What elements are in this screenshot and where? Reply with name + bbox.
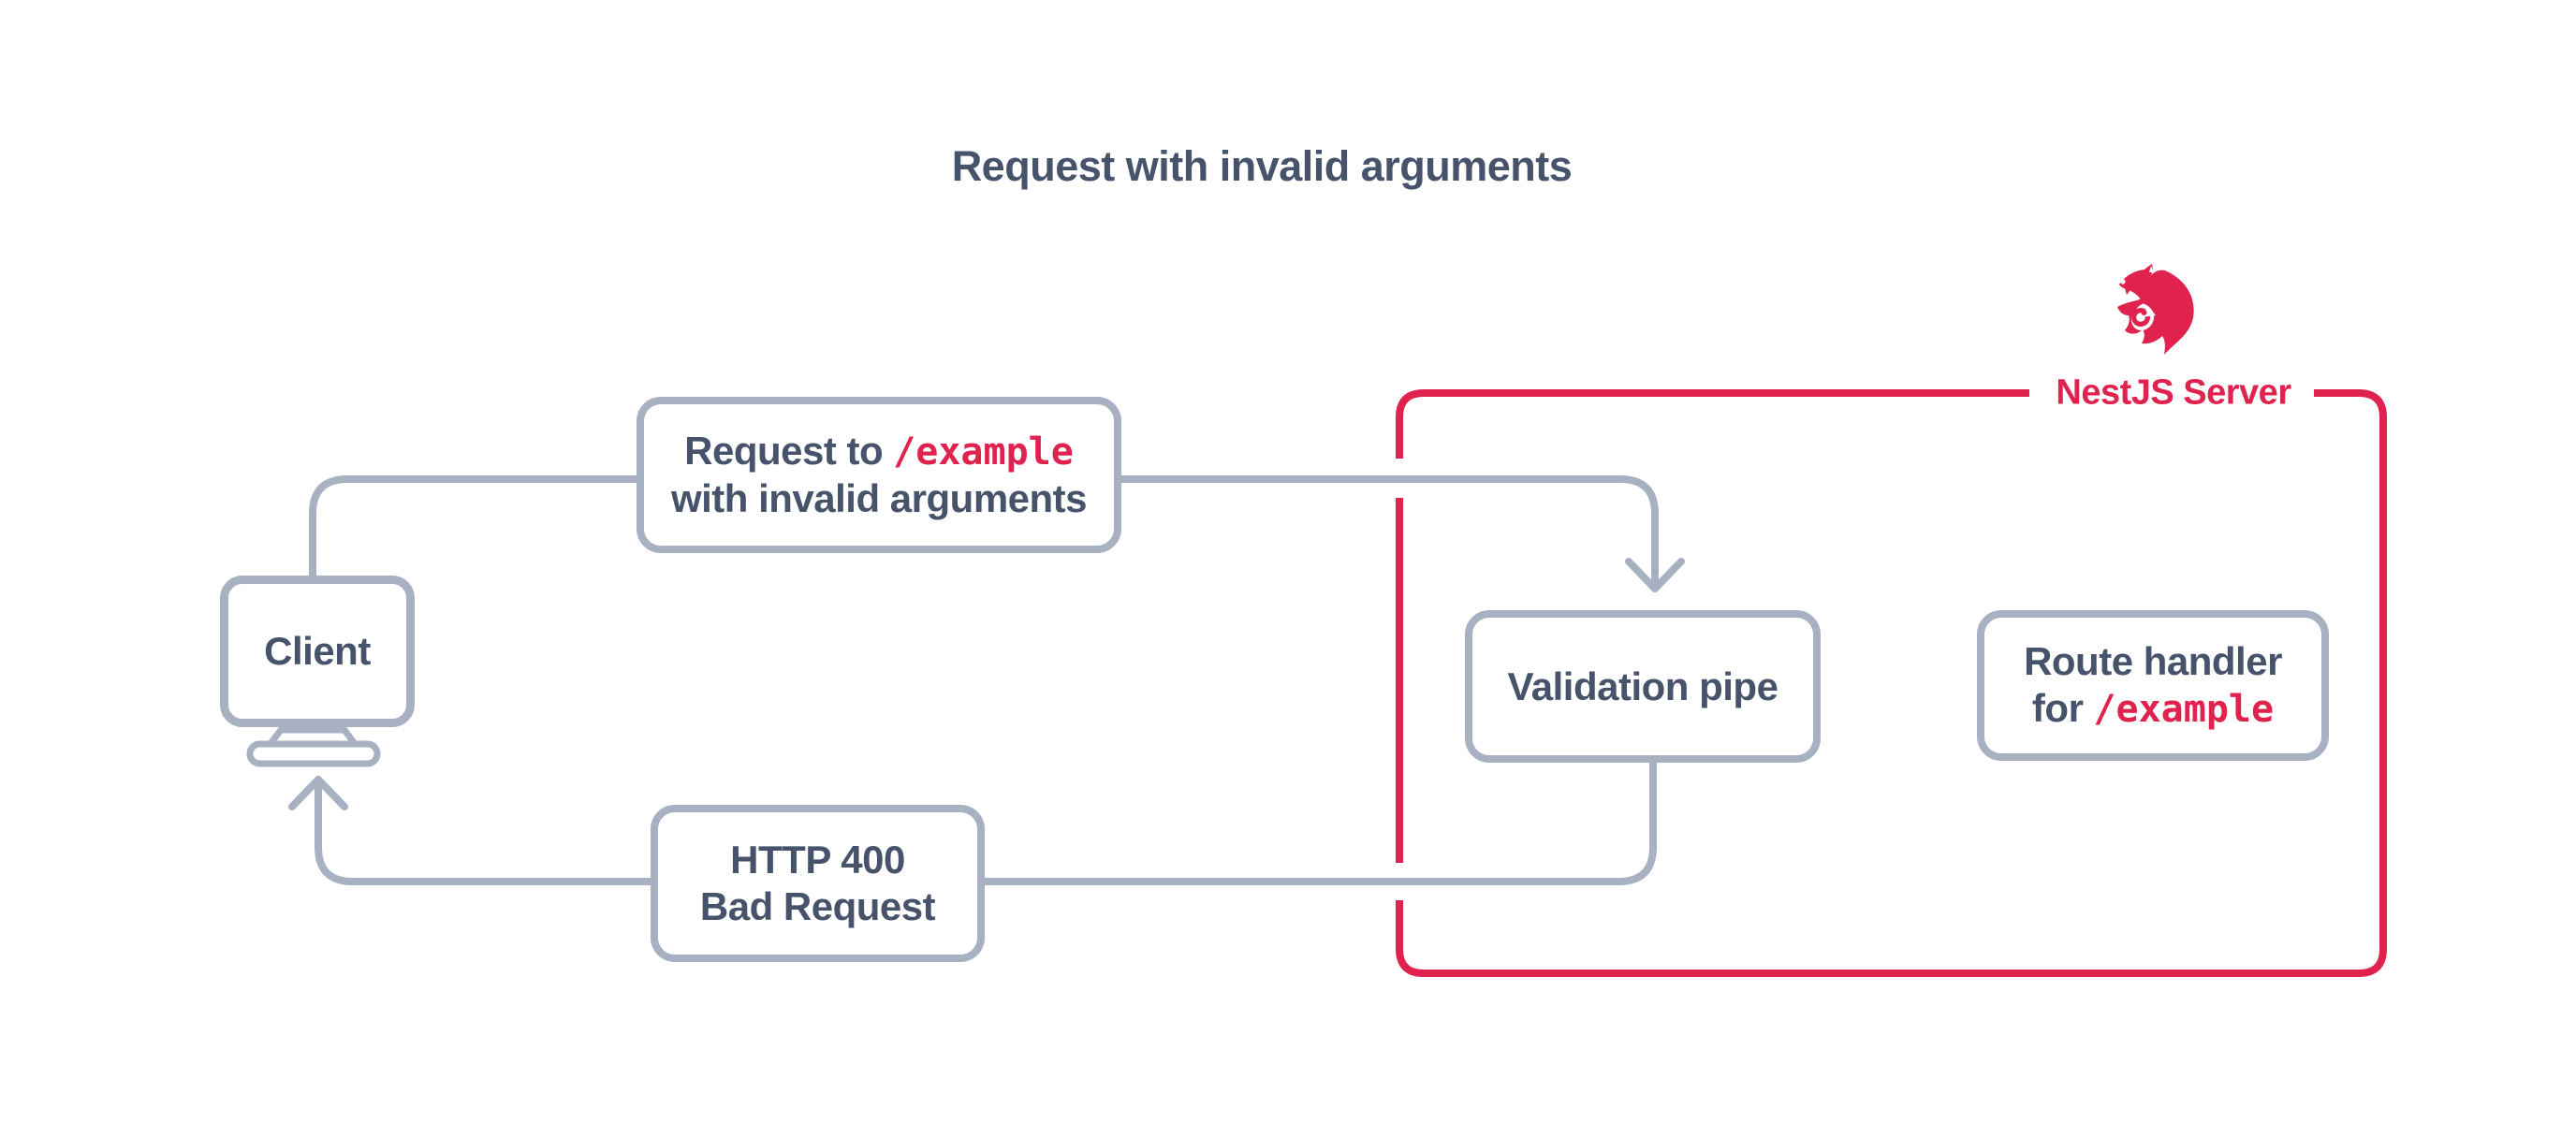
nestjs-logo-swirl-dot (2141, 310, 2147, 315)
nestjs-server-label: NestJS Server (2056, 372, 2291, 413)
monitor-base-icon (246, 740, 381, 767)
validation-pipe-label: Validation pipe (1507, 664, 1778, 708)
nestjs-logo-ear-notch (2149, 266, 2154, 272)
arrowhead-down-icon (1625, 558, 1685, 592)
route-handler-line2: for/example (2032, 685, 2274, 733)
route-handler-box: Route handler for/example (1977, 610, 2329, 761)
route-text-prefix: for (2031, 686, 2084, 731)
http-400-line2: Bad Request (699, 884, 936, 928)
http-400-line1: HTTP 400 (730, 838, 905, 882)
request-box-line1: Request to/example (684, 428, 1074, 475)
client-node: Client (220, 576, 415, 727)
validation-pipe-box: Validation pipe (1465, 610, 1821, 763)
connector-response-line (315, 757, 1657, 885)
request-box-line2: with invalid arguments (670, 475, 1088, 520)
request-box: Request to/example with invalid argument… (637, 397, 1121, 553)
request-path-code: /example (893, 430, 1074, 474)
nestjs-logo-icon (2117, 264, 2194, 355)
nestjs-logo-fang (2125, 288, 2131, 295)
client-label: Client (264, 629, 371, 674)
arrowhead-up-icon (288, 776, 348, 810)
server-boundary (1396, 389, 2387, 977)
http-400-box: HTTP 400 Bad Request (651, 805, 985, 962)
route-path-code: /example (2093, 688, 2275, 732)
diagram-title: Request with invalid arguments (951, 142, 1573, 190)
nestjs-logo-swirl-tail (2130, 299, 2144, 314)
route-handler-line1: Route handler (2024, 639, 2282, 684)
nestjs-logo-nostril (2120, 279, 2126, 284)
nestjs-logo-silhouette (2117, 264, 2194, 355)
request-text-prefix: Request to (684, 429, 884, 474)
